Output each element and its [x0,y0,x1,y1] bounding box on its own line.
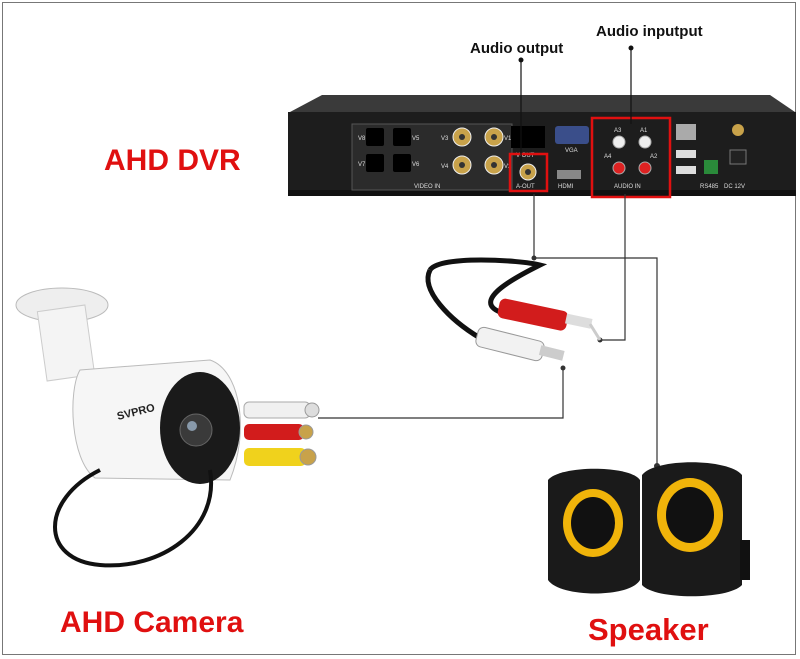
port-v7 [366,154,384,172]
speaker-label: Speaker [588,612,709,647]
usb-port-2 [676,166,696,174]
camera-lens [179,413,213,447]
rs485-terminal [704,160,718,174]
dc-jack [729,149,747,165]
ch-v4: V4 [441,164,449,170]
wire-rca-white-to-camera [318,368,564,419]
port-v6 [393,154,411,172]
wire-dvr-to-rca-red [600,194,626,341]
vga-text: VGA [565,148,578,154]
audio-output-highlight [508,152,549,193]
camera-plug-yellow [244,448,306,466]
ch-v1: V1 [504,136,512,142]
dvr-top-lid [290,95,795,112]
dc-text: DC 12V [724,184,745,190]
port-v8 [366,128,384,146]
rca-splitter-cable [425,257,602,362]
speakers [548,462,750,597]
connection-wires [318,194,658,466]
dvr-device: VIDEO IN V8 V5 V7 V6 V3 V1 V4 V2 V-OUT A… [288,95,796,199]
vga-port [555,126,589,144]
ahd-camera: SVPRO [15,287,320,568]
ch-v7: V7 [358,162,366,168]
ch-a4: A4 [604,154,612,160]
camera-plug-white [243,401,311,419]
ch-v8: V8 [358,136,366,142]
ch-a2: A2 [650,154,658,160]
rca-a2 [638,161,652,175]
rca-plug-white [475,326,545,362]
video-in-text: VIDEO IN [414,184,440,190]
hdmi-text: HDMI [558,184,574,190]
v-out-text: V-OUT [516,153,535,159]
ch-v5: V5 [412,136,420,142]
ch-a1: A1 [640,128,648,134]
rca-a1 [638,135,652,149]
audio-output-label: Audio output [470,40,564,57]
rca-a4 [612,161,626,175]
ch-v6: V6 [412,162,420,168]
lan-port [676,124,696,140]
ch-v2: V2 [504,164,512,170]
rca-a3 [612,135,626,149]
wire-dvr-to-speaker [533,194,658,466]
ch-v3: V3 [441,136,449,142]
ground-screw [732,124,744,136]
v-out-port [511,126,545,148]
camera-label: AHD Camera [60,606,244,639]
audio-in-text: AUDIO IN [614,184,641,190]
camera-mount-arm [36,304,96,382]
ch-a3: A3 [614,128,622,134]
camera-plug-red [244,424,304,440]
port-v5 [393,128,411,146]
dvr-label: AHD DVR [104,144,241,177]
camera-cable [53,468,214,568]
rs485-text: RS485 [700,184,719,190]
rca-plug-red [497,298,569,331]
usb-port-1 [676,150,696,158]
a-out-text: A-OUT [516,184,535,190]
hdmi-port [557,170,581,179]
dvr-base [288,190,796,196]
audio-input-label: Audio inputput [596,23,703,40]
